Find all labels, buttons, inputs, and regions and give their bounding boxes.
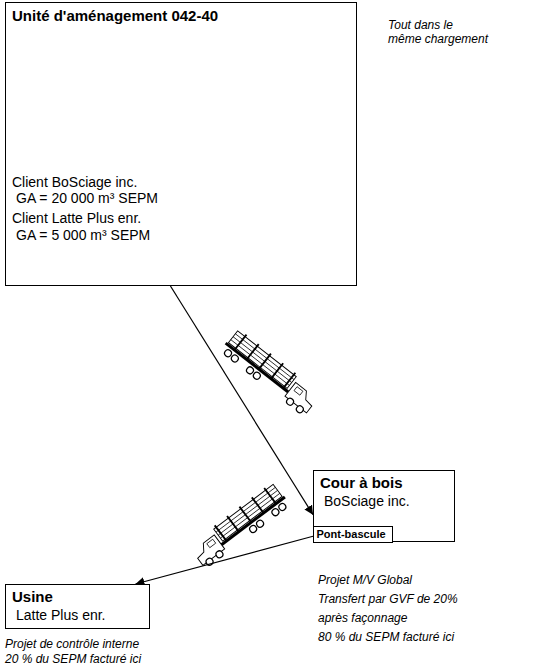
box-heading: Pont-bascule — [317, 528, 386, 541]
allocation-volume: GA = 5 000 m³ SEPM — [12, 227, 350, 243]
note-text: Transfert par GVF de 20% — [318, 592, 458, 606]
note-text: Projet M/V Global — [318, 573, 412, 587]
client-name: Client Latte Plus enr. — [12, 210, 350, 226]
company-name: BoSciage inc. — [320, 493, 448, 509]
mill-box: UsineLatte Plus enr. — [5, 584, 150, 629]
region-box: Unité d'aménagement 042-40Client BoSciag… — [5, 2, 357, 286]
flow-arrow — [170, 286, 313, 515]
note-text: Projet de contrôle interne — [5, 637, 139, 651]
box-heading: Unité d'aménagement 042-40 — [12, 7, 350, 24]
yard-box: Cour à boisBoSciage inc. Pont-bascule — [313, 470, 455, 542]
note-text: après façonnage — [318, 611, 407, 625]
allocation-volume: GA = 20 000 m³ SEPM — [12, 190, 350, 206]
box-heading: Cour à bois — [320, 474, 448, 491]
flow-arrow — [136, 536, 314, 584]
log-truck — [220, 328, 322, 417]
note-text: Tout dans le même chargement — [388, 18, 489, 46]
scale-box: Pont-bascule — [313, 526, 393, 543]
company-name: Latte Plus enr. — [12, 607, 143, 623]
box-heading: Usine — [12, 588, 143, 605]
note-text: 20 % du SEPM facturé ici — [5, 652, 141, 666]
client-name: Client BoSciage inc. — [12, 174, 350, 190]
note-text: 80 % du SEPM facturé ici — [318, 630, 454, 644]
